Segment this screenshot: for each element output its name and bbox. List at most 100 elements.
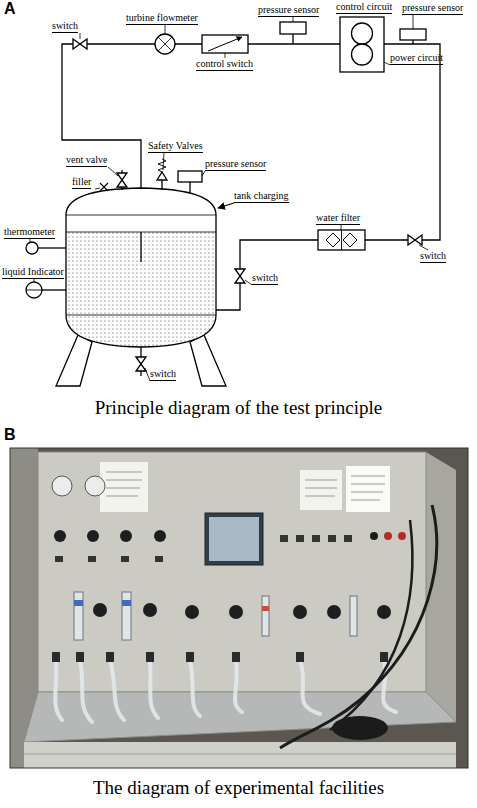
leader-line (34, 279, 35, 282)
tank-outline (66, 188, 216, 347)
panel-letter: A (4, 0, 16, 18)
component-label: switch (252, 272, 278, 285)
tank-liquid (66, 232, 216, 352)
control-switch-symbol (202, 35, 248, 53)
leader-line (202, 171, 205, 176)
leader-line (245, 280, 252, 285)
component-label: pressure sensor (258, 4, 319, 17)
leader-line (108, 167, 118, 176)
indicator-line (26, 290, 42, 291)
leader-line (80, 33, 81, 39)
valve-symbol (73, 39, 87, 49)
pump-circle (352, 44, 373, 65)
valve-knob (377, 605, 391, 619)
indicator-button (88, 556, 96, 562)
component-label: switch (150, 368, 176, 381)
hose-fitting (186, 652, 194, 662)
photo-frame (10, 448, 468, 768)
tank-seam (66, 215, 216, 315)
hose-fitting (296, 652, 304, 662)
hose-fitting (146, 652, 154, 662)
hose-fitting (76, 652, 84, 662)
component-label: Safety Valves (148, 140, 203, 153)
component-label: control circuit (336, 1, 392, 14)
component-label: thermometer (4, 226, 55, 239)
pressure-sensor-symbol (400, 29, 426, 40)
valve-knob (293, 605, 307, 619)
figure-caption: The diagram of experimental facilities (0, 776, 477, 800)
control-switch-arrow (208, 37, 242, 51)
photo-background (10, 448, 468, 768)
control-knob (54, 530, 66, 542)
hose-fitting (380, 652, 388, 662)
water-hose (55, 660, 62, 720)
paper-lines (305, 480, 337, 496)
valve-knob (143, 603, 157, 617)
rotameter-float (122, 600, 131, 606)
thermometer-symbol (26, 242, 38, 254)
flowmeter-blades (158, 37, 172, 51)
component-label: pressure sensor (402, 2, 463, 15)
leader-line (341, 225, 342, 230)
valve-symbol (136, 357, 146, 371)
liquid-indicator-symbol (26, 282, 42, 298)
component-label: vent valve (66, 154, 107, 167)
paper-sheet (100, 462, 148, 512)
touch-screen (205, 513, 263, 565)
black-cable (330, 520, 412, 730)
screen-glass (209, 517, 259, 561)
paper-lines (351, 476, 385, 500)
hose-fitting (52, 652, 60, 662)
component-label: filler (72, 176, 91, 189)
water-hose (190, 660, 200, 716)
vent-valve-symbol (117, 173, 127, 187)
terminal-post (384, 532, 392, 540)
console-face (38, 452, 426, 692)
filler-mark (100, 183, 108, 191)
component-label: turbine flowmeter (126, 12, 198, 25)
terminal-post (370, 532, 378, 540)
valve-symbol (235, 269, 245, 283)
pressure-sensor-symbol (280, 22, 306, 34)
paper-sheet (346, 466, 390, 512)
sensor-stub (292, 34, 293, 44)
rotameter-tube (122, 592, 131, 640)
leader-line (413, 15, 414, 29)
indicator-button (344, 535, 352, 542)
drawer-line (24, 754, 456, 755)
component-label: control switch (196, 58, 253, 71)
component-label: pressure sensor (205, 158, 266, 171)
paper-lines (106, 472, 142, 496)
terminal-post (398, 532, 406, 540)
water-hose (80, 660, 92, 722)
thermometer-stem (38, 247, 66, 248)
component-label: tank charging (234, 190, 289, 203)
control-knob (87, 530, 99, 542)
valve-knob (229, 605, 243, 619)
component-label: power circuit (390, 52, 443, 65)
indicator-button (121, 556, 129, 562)
pump-housing (340, 17, 384, 72)
rotameter-tube (350, 596, 357, 636)
safety-stub (161, 180, 162, 190)
hose-fitting (232, 652, 240, 662)
leader-line (165, 25, 166, 34)
component-label: switch (52, 20, 78, 33)
valve-knob (93, 603, 107, 617)
water-hose (150, 660, 158, 718)
water-hose (300, 660, 320, 714)
rotameter-tube (262, 596, 269, 636)
leader-line (293, 17, 294, 22)
leader-line (163, 153, 164, 170)
leader-line (95, 188, 100, 189)
indicator-button (55, 556, 63, 562)
sensor-stub (189, 182, 190, 193)
indicator-button (312, 535, 320, 542)
tank-leg (56, 335, 92, 386)
control-knob (120, 530, 132, 542)
paper-sheet (300, 470, 342, 510)
cabinet-base (24, 742, 456, 768)
safety-valve-spring (158, 159, 166, 172)
charging-arrow (218, 203, 234, 208)
